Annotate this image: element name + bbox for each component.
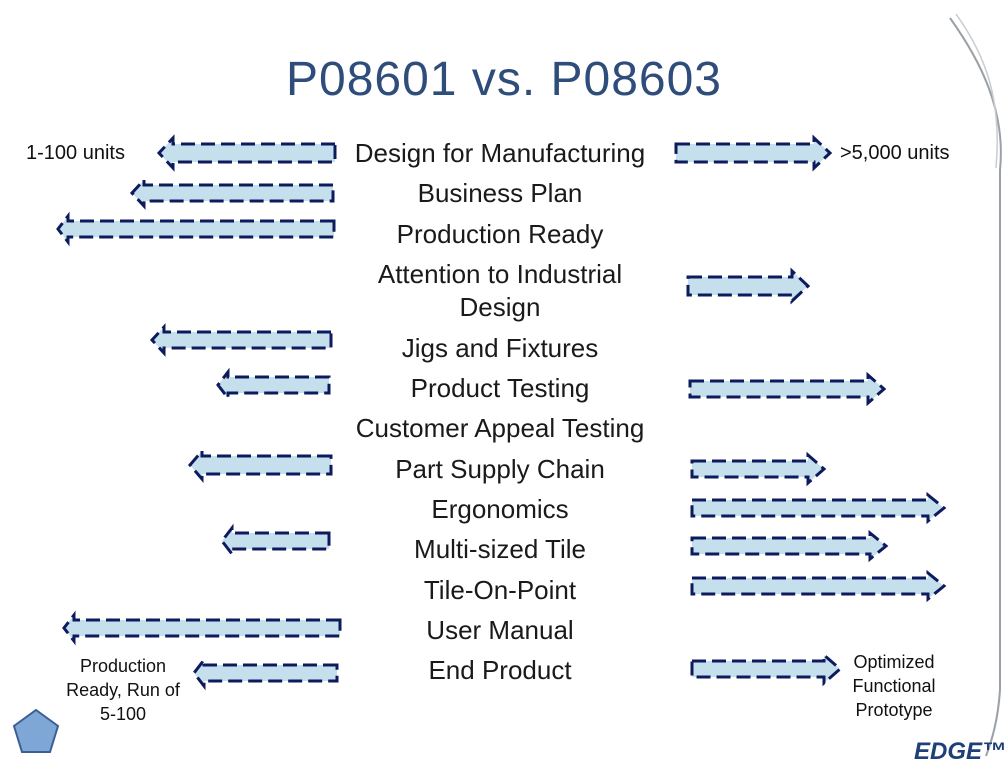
topic-industrial-design: Attention to Industrial Design xyxy=(377,259,623,322)
right-arrow-part-supply-chain xyxy=(690,451,827,487)
right-arrow-design-for-manufacturing xyxy=(674,134,833,172)
right-arrow-end-product xyxy=(690,651,843,687)
topic-part-supply-chain: Part Supply Chain xyxy=(395,454,605,484)
bottom-left-label: Production Ready, Run of 5-100 xyxy=(66,656,180,724)
topic-business-plan: Business Plan xyxy=(417,178,583,208)
left-arrow-business-plan xyxy=(129,176,335,210)
pentagon-logo-icon xyxy=(12,708,60,753)
right-arrow-multi-sized-tile xyxy=(690,529,889,563)
edge-logo: EDGE™ xyxy=(914,738,1007,765)
topic-user-manual: User Manual xyxy=(426,615,574,645)
topic-jigs-and-fixtures: Jigs and Fixtures xyxy=(401,333,599,363)
left-arrow-end-product xyxy=(192,655,339,691)
page-curl-decoration xyxy=(949,13,1002,756)
bottom-right-label: Optimized Functional Prototype xyxy=(852,652,936,720)
left-arrow-product-testing xyxy=(216,367,331,403)
left-scale-label: 1-100 units xyxy=(26,142,125,164)
left-arrow-multi-sized-tile xyxy=(220,523,331,559)
left-arrow-part-supply-chain xyxy=(188,446,333,484)
topic-design-for-manufacturing: Design for Manufacturing xyxy=(354,138,646,168)
right-arrow-product-testing xyxy=(688,371,887,407)
left-arrow-production-ready xyxy=(56,211,336,247)
topic-product-testing: Product Testing xyxy=(410,373,590,403)
left-arrow-tile-on-point xyxy=(62,610,342,646)
right-arrow-ergonomics xyxy=(690,491,947,525)
topic-multi-sized-tile: Multi-sized Tile xyxy=(414,534,586,564)
right-arrow-tile-on-point xyxy=(690,569,947,603)
slide-title: P08601 vs. P08603 xyxy=(286,53,722,106)
topic-customer-appeal-testing: Customer Appeal Testing xyxy=(355,413,645,443)
topic-tile-on-point: Tile-On-Point xyxy=(423,575,577,605)
right-scale-label: >5,000 units xyxy=(840,142,950,164)
left-arrow-jigs-and-fixtures xyxy=(149,323,333,357)
topic-ergonomics: Ergonomics xyxy=(431,494,569,524)
topic-end-product: End Product xyxy=(428,655,572,685)
left-arrow-design-for-manufacturing xyxy=(156,134,337,172)
right-arrow-industrial-design xyxy=(686,267,811,305)
topic-production-ready: Production Ready xyxy=(396,219,604,249)
